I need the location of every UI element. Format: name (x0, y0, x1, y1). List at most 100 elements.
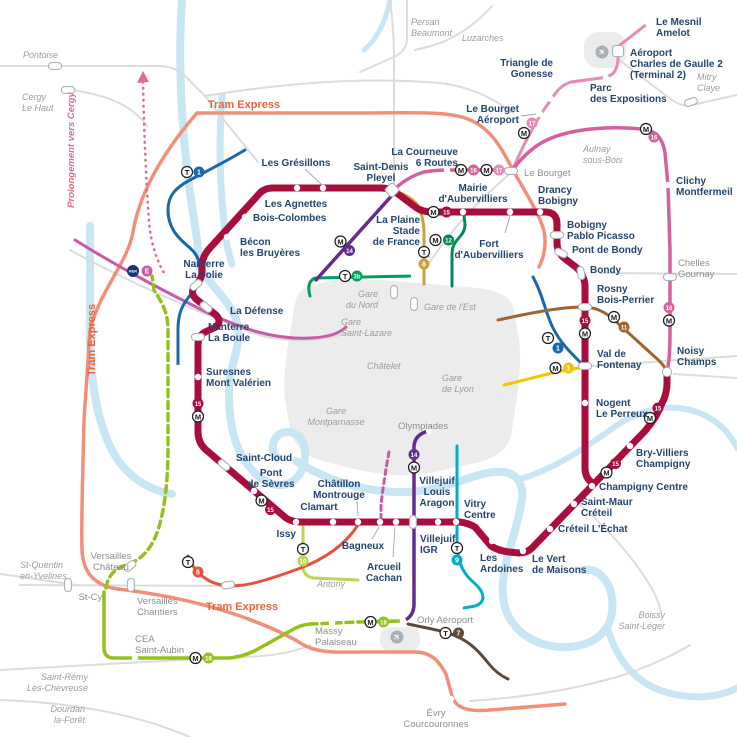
metro-tram-icon (189, 651, 202, 665)
station-marker (194, 373, 202, 381)
station-marker (519, 547, 527, 555)
line-number-disc (441, 206, 452, 218)
metro-tram-icon (191, 410, 205, 423)
station-label: Bois-Colombes (253, 213, 327, 224)
tram-express-label: Tram Express (206, 601, 278, 613)
interchange-marker (123, 559, 137, 573)
interchange-marker (189, 278, 203, 292)
metro-tram-icon (450, 541, 464, 555)
metro-tram-icon (549, 361, 562, 375)
label-leader (356, 500, 359, 517)
station-marker (459, 208, 467, 216)
station-label: Les Agnettes (265, 199, 328, 210)
station-label: Saint-Cloud (236, 453, 292, 464)
line-number: 7 (457, 630, 461, 637)
station-marker (447, 695, 455, 703)
interchange-marker (549, 231, 565, 239)
line-badge: M15 (643, 402, 664, 425)
line-number-disc (652, 402, 664, 414)
interchange-marker (220, 580, 236, 590)
line-number-disc (453, 627, 464, 639)
metro-tram-icon (578, 327, 592, 340)
badge-letter: T (186, 558, 191, 567)
badge-letter: M (432, 236, 438, 245)
place-label: Luzarches (462, 33, 504, 43)
rail-line (0, 65, 206, 97)
line-number: 6 (196, 569, 200, 576)
line-number: 10 (300, 559, 307, 565)
line-badge: T10 (296, 542, 310, 567)
interchange-marker (662, 273, 678, 281)
m4-line (379, 450, 391, 519)
river-seine (216, 92, 236, 268)
river-seine (361, 0, 393, 53)
station-marker (664, 181, 672, 189)
tram-express-line (195, 110, 547, 269)
line-badge: T1 (541, 331, 564, 354)
place-label: Antony (316, 579, 346, 589)
line-number-disc (378, 616, 389, 628)
badge-letter: M (430, 208, 436, 217)
station-markers (47, 19, 698, 703)
interchange-marker (684, 96, 698, 108)
station-marker (410, 272, 418, 280)
metro-tram-icon (643, 411, 657, 425)
station-marker (602, 74, 610, 82)
metro-tram-icon (439, 626, 452, 640)
line-number: 15 (582, 319, 589, 325)
place-label: St-Cyr (79, 592, 106, 603)
place-label: Châtelet (367, 361, 401, 371)
rail-line (469, 644, 691, 702)
line-number-disc (493, 164, 505, 176)
t6-line (186, 554, 224, 587)
metro-tram-icon (600, 466, 613, 479)
line-badge: M17 (517, 117, 538, 140)
station-label: Créteil L'Échat (558, 522, 628, 535)
tram-express-label: Tram Express (208, 99, 280, 111)
metro-tram-icon (255, 494, 268, 507)
interchange-marker (576, 265, 586, 281)
interchange-marker (64, 577, 72, 593)
badge-letter: M (483, 166, 489, 175)
line-number-disc (526, 117, 538, 129)
plane-icon (595, 45, 609, 59)
badge-letter: M (643, 125, 649, 134)
badge-letter: T (455, 544, 460, 553)
cergy-dotted-line (141, 80, 168, 278)
line-number-disc (141, 265, 153, 277)
station-marker (293, 184, 301, 192)
line-badge: M14 (334, 235, 355, 256)
station-label: Bagneux (342, 541, 385, 552)
rer-letters: RER (129, 270, 137, 274)
station-label: Champigny Centre (599, 482, 688, 493)
line-badge: 15M (578, 315, 592, 340)
station-marker (547, 95, 555, 103)
station-marker (536, 110, 544, 118)
river-seine (604, 626, 737, 701)
tram-express-line (116, 587, 567, 713)
line-badge: 15M (191, 398, 205, 423)
interchange-marker (60, 86, 76, 94)
line-badge: M11 (607, 310, 630, 333)
line-number-disc (203, 652, 214, 664)
line-number-disc (618, 321, 630, 333)
